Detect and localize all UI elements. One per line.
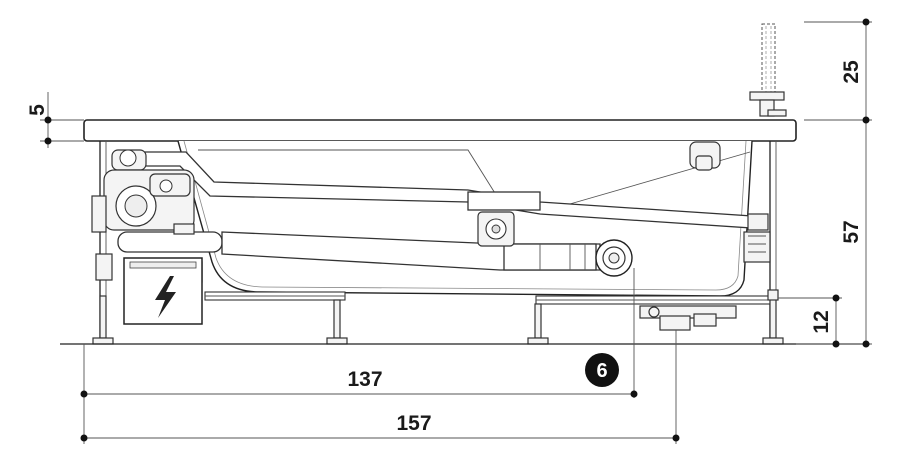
overflow-fitting [689, 141, 721, 171]
suction-fitting [477, 211, 515, 247]
faucet-outline [749, 23, 787, 117]
bathtub-rim [83, 119, 797, 142]
callout-badge: 6 [585, 353, 619, 387]
dimension-label-rim: 5 [26, 104, 49, 116]
air-pipe-upper [139, 151, 769, 231]
dimension-label-leg-height: 12 [810, 310, 833, 333]
electrical-junction-box [123, 257, 203, 325]
side-connector [743, 231, 771, 263]
dimension-rim-thickness: 5 [26, 92, 84, 148]
jet-fitting [595, 239, 633, 277]
inner-panel [198, 149, 499, 199]
dimension-overall-length: 157 [80, 330, 680, 444]
dimension-leg-height: 12 [778, 294, 842, 348]
drain-trap [639, 305, 737, 331]
water-pipe-lower [117, 231, 601, 271]
dimension-label-drain: 137 [347, 368, 382, 391]
dimension-tap-and-height: 25 57 [796, 18, 872, 348]
dimension-label-tap: 25 [840, 60, 863, 84]
dimension-label-length: 157 [396, 412, 431, 435]
dimension-label-total-height: 57 [840, 220, 863, 243]
dimension-drain-distance: 137 [80, 268, 638, 444]
callout-number: 6 [596, 360, 607, 382]
lightning-bolt-icon [155, 276, 176, 318]
